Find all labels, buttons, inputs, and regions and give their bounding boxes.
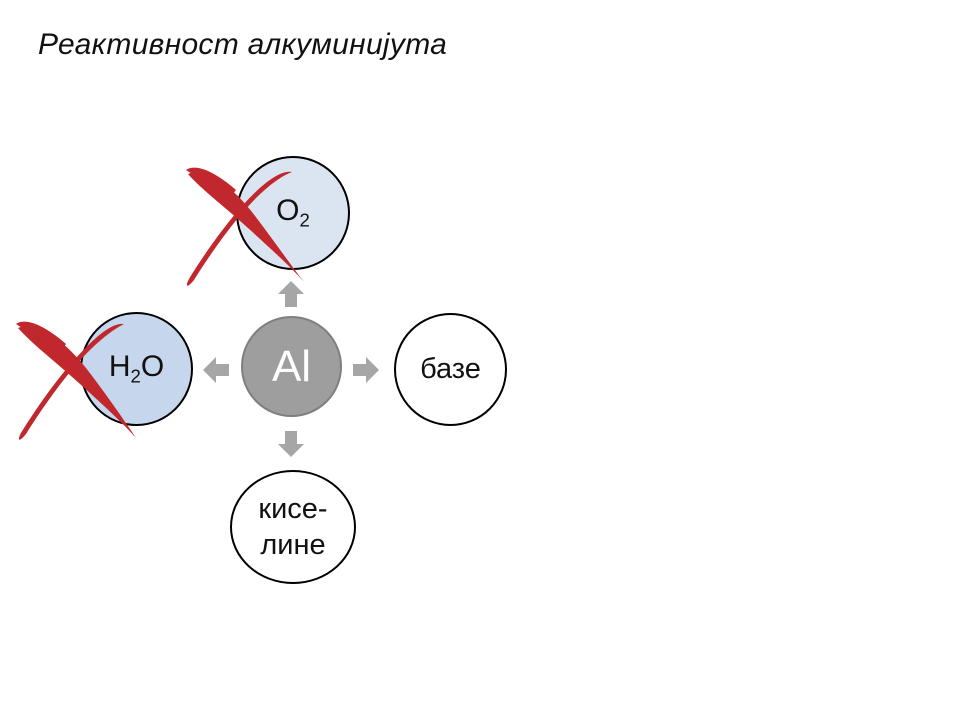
water-node: H2O	[80, 312, 193, 426]
aluminum-label: Al	[271, 341, 312, 391]
aluminum-node: Al	[241, 316, 342, 417]
water-label: H2O	[108, 350, 165, 387]
acids-node: кисе- лине	[230, 470, 356, 584]
arrow-up-icon	[278, 281, 304, 307]
oxygen-label: O2	[276, 194, 310, 231]
oxygen-node: O2	[236, 156, 350, 270]
arrow-down-icon	[278, 431, 304, 457]
acids-label-line1: кисе-	[258, 493, 328, 525]
arrow-left-icon	[203, 357, 229, 383]
arrow-right-icon	[353, 357, 379, 383]
acids-label-line2: лине	[260, 529, 326, 561]
slide-title: Реактивност алкуминијута	[38, 28, 448, 61]
bases-label: базе	[420, 353, 481, 385]
bases-node: базе	[394, 313, 507, 426]
